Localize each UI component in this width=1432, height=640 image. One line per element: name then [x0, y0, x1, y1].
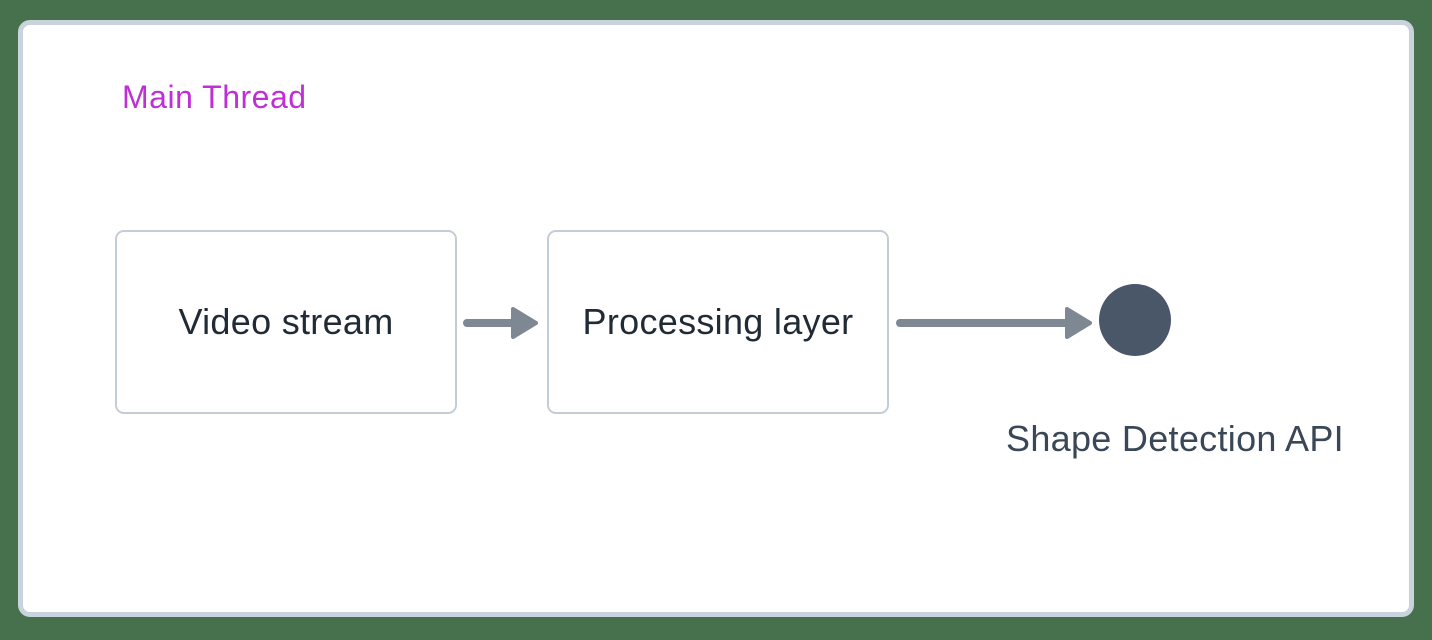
shape-detection-api-label: Shape Detection API — [1006, 418, 1344, 459]
main-thread-label: Main Thread — [122, 79, 307, 115]
arrow-head-outline — [1065, 307, 1092, 339]
video-stream-label: Video stream — [178, 301, 394, 342]
processing-layer-label: Processing layer — [582, 301, 854, 342]
arrow-head-icon — [1067, 309, 1090, 337]
shape-detection-node-icon — [1099, 284, 1171, 356]
arrow-head-icon — [513, 309, 536, 337]
node-video-stream: Video stream — [115, 230, 457, 414]
arrow-processing-to-shape-detection — [896, 307, 1092, 339]
node-processing-layer: Processing layer — [547, 230, 889, 414]
arrow-head-outline — [511, 307, 538, 339]
main-thread-panel: Main Thread Video stream Processing laye… — [18, 20, 1414, 617]
arrow-video-to-processing — [463, 307, 538, 339]
